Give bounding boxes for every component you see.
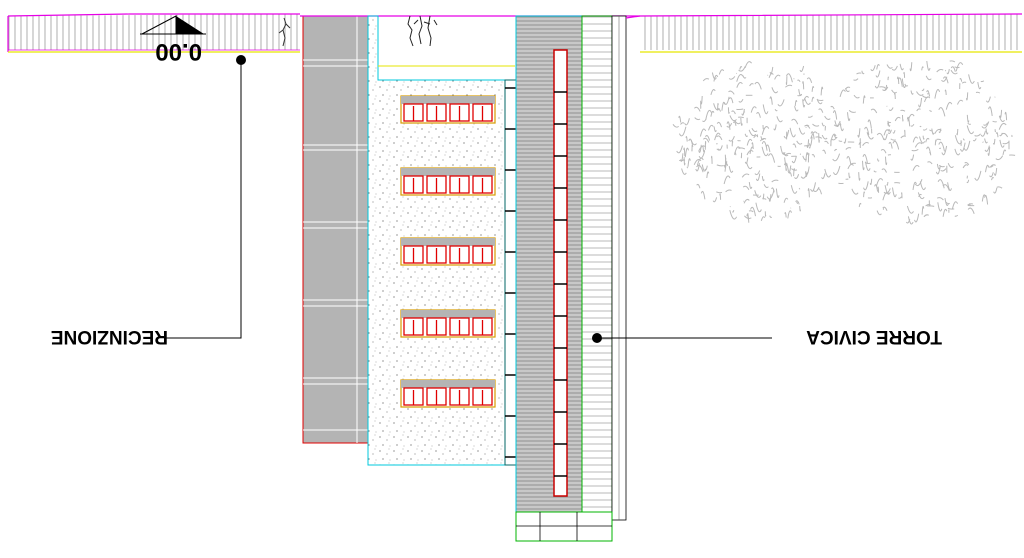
elevation-marker	[140, 15, 206, 35]
window-row	[400, 379, 496, 408]
window-group	[400, 95, 496, 408]
recinzione-label: RECINZIONE	[51, 326, 168, 347]
tree	[821, 60, 1016, 225]
people-figures	[407, 15, 438, 47]
window-row	[400, 237, 496, 266]
stair-strip	[504, 79, 517, 466]
tower-base	[515, 511, 613, 542]
civic-tower	[515, 15, 627, 521]
leader-torre-civica	[592, 333, 772, 343]
window-row	[400, 309, 496, 338]
window-row	[400, 167, 496, 196]
tree	[672, 61, 847, 223]
person-figure-left	[278, 17, 291, 47]
leader-recinzione	[166, 55, 246, 339]
tree-canopy	[672, 60, 1016, 225]
terrain-right	[625, 13, 1023, 53]
window-row	[400, 95, 496, 124]
fence-column	[302, 15, 369, 444]
terrain-left	[7, 13, 300, 53]
torre-civica-label: TORRE CIVICA	[806, 326, 942, 347]
elevation-label: 0.00	[155, 38, 202, 65]
